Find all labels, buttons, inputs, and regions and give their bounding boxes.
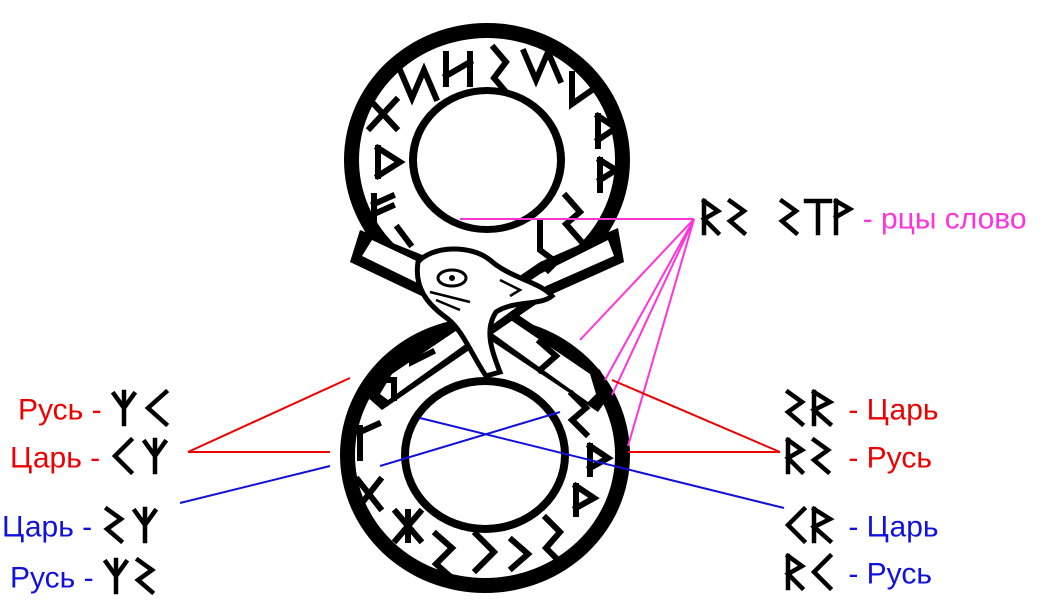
label-right-1-text: - Царь	[848, 393, 939, 427]
magenta-line	[611, 218, 695, 396]
label-left-2: Царь -	[10, 436, 173, 483]
rune-group-y-lt	[110, 388, 174, 435]
label-left-4: Русь -	[10, 556, 166, 603]
rune-group-r-lt	[784, 552, 840, 599]
magenta-line	[604, 218, 695, 381]
serpent-head	[414, 246, 556, 379]
rune-group-y-s	[102, 556, 166, 603]
magenta-line	[579, 218, 695, 341]
label-left-3: Царь -	[2, 505, 165, 552]
label-left-3-text: Царь -	[2, 510, 93, 544]
label-top-right-text: - рцы слово	[862, 202, 1027, 236]
label-right-3: - Царь	[784, 505, 939, 552]
label-right-3-text: - Царь	[848, 510, 939, 544]
lower-band-runes	[353, 337, 614, 583]
rune-group-rs	[700, 197, 770, 244]
label-left-2-text: Царь -	[10, 441, 101, 475]
red-line	[187, 377, 351, 453]
label-right-4-text: - Русь	[848, 557, 932, 591]
label-top-right: - рцы слово	[700, 197, 1027, 244]
label-right-2-text: - Русь	[848, 441, 932, 475]
blue-line	[419, 417, 785, 509]
rune-group-s-r	[784, 388, 840, 435]
magenta-line	[627, 218, 695, 447]
label-right-2: - Русь	[784, 436, 932, 483]
blue-line	[379, 411, 561, 467]
rune-group-s-y	[101, 505, 165, 552]
label-left-1-text: Русь -	[18, 393, 102, 427]
label-left-1: Русь -	[18, 388, 174, 435]
rune-group-r-s	[784, 436, 840, 483]
rune-group-stp	[778, 197, 855, 244]
red-line	[611, 379, 781, 453]
connector-lines	[179, 218, 785, 509]
label-right-4: - Русь	[784, 552, 932, 599]
label-right-1: - Царь	[784, 388, 939, 435]
blue-line	[179, 465, 331, 504]
serpent-eye-icon	[436, 268, 468, 288]
rune-group-lt-y	[109, 436, 173, 483]
rune-group-lt-r	[784, 505, 840, 552]
label-left-4-text: Русь -	[10, 561, 94, 595]
